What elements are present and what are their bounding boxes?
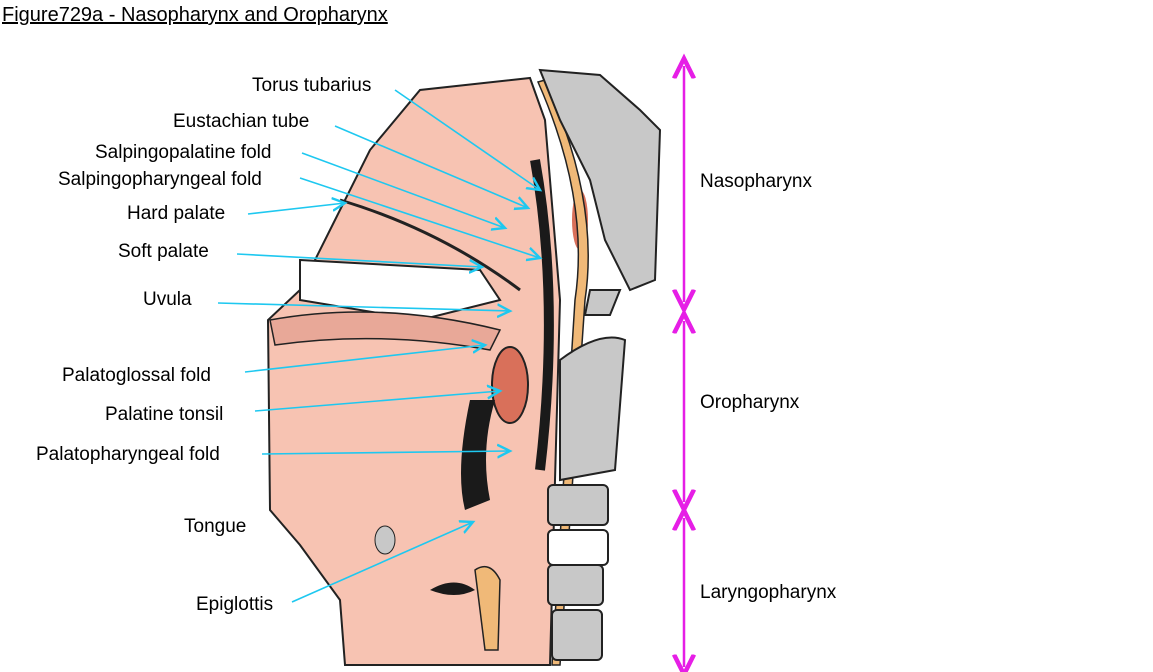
figure-title: Figure729a - Nasopharynx and Oropharynx: [2, 4, 388, 26]
vertebrae: [538, 68, 662, 661]
label-palatoglossal-fold: Palatoglossal fold: [62, 365, 211, 386]
label-eustachian-tube: Eustachian tube: [173, 111, 310, 132]
leader-lines: [217, 89, 540, 603]
region-laryngopharynx: Laryngopharynx: [700, 582, 837, 603]
label-salpingopharyngeal-fold: Salpingopharyngeal fold: [58, 169, 262, 190]
region-nasopharynx: Nasopharynx: [700, 171, 812, 192]
label-palatopharyngeal-fold: Palatopharyngeal fold: [36, 444, 220, 465]
label-soft-palate: Soft palate: [118, 241, 209, 262]
label-torus-tubarius: Torus tubarius: [252, 75, 372, 96]
label-palatine-tonsil: Palatine tonsil: [105, 404, 224, 425]
soft-tissue: [266, 76, 588, 666]
label-epiglottis: Epiglottis: [196, 594, 274, 615]
label-salpingopalatine-fold: Salpingopalatine fold: [95, 142, 272, 163]
region-oropharynx: Oropharynx: [700, 392, 800, 413]
label-uvula: Uvula: [143, 289, 192, 310]
label-tongue: Tongue: [184, 516, 247, 537]
label-hard-palate: Hard palate: [127, 203, 226, 224]
